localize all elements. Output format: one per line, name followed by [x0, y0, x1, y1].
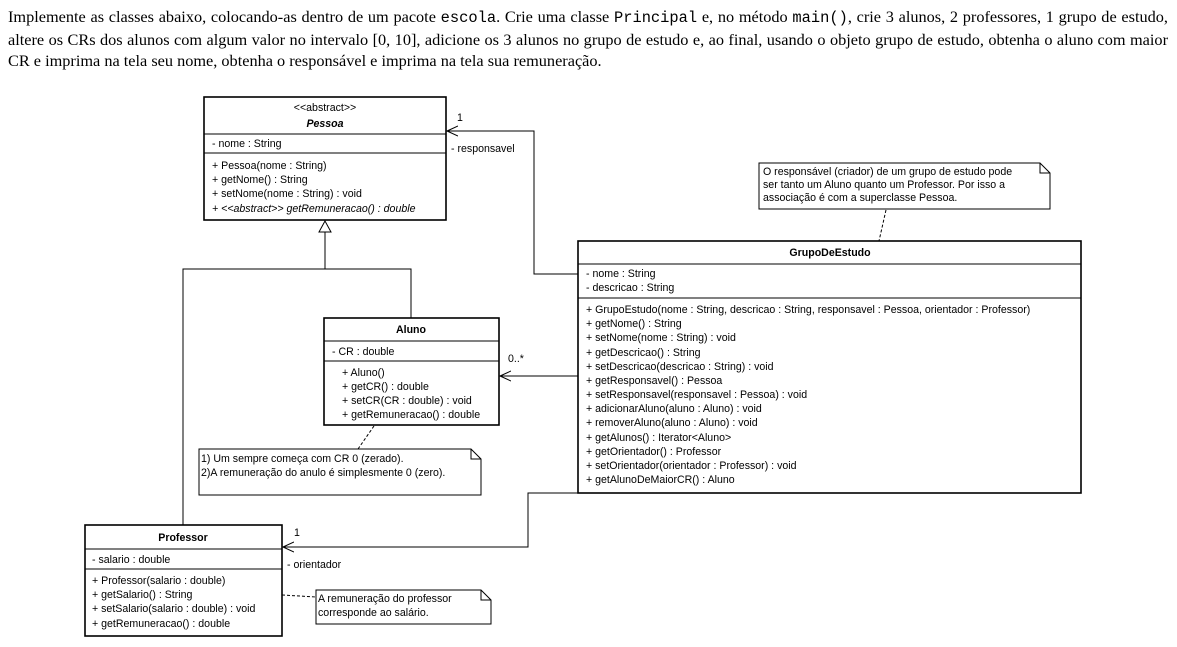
note-aluno: 1) Um sempre começa com CR 0 (zerado). 2…: [198, 425, 482, 496]
grupo-attribute: - nome : String: [586, 268, 656, 280]
grupo-operation: + getNome() : String: [586, 318, 682, 330]
professor-operation: + getSalario() : String: [92, 589, 193, 601]
note-text-line: 1) Um sempre começa com CR 0 (zerado).: [201, 453, 404, 465]
instruction-paragraph: Implemente as classes abaixo, colocando-…: [8, 6, 1168, 71]
pessoa-stereotype: <<abstract>>: [294, 102, 356, 114]
grupo-operation: + getDescricao() : String: [586, 347, 701, 359]
aluno-operation: + setCR(CR : double) : void: [342, 395, 472, 407]
intro-code-method: main(): [792, 9, 848, 27]
intro-code-package: escola: [440, 9, 497, 27]
aluno-operation: + getCR() : double: [342, 381, 429, 393]
aluno-attribute: - CR : double: [332, 346, 395, 358]
grupo-operation: + setDescricao(descricao : String) : voi…: [586, 361, 774, 373]
aluno-class-name: Aluno: [396, 324, 427, 336]
responsavel-multiplicity: 1: [457, 112, 463, 124]
grupo-operation: + getResponsavel() : Pessoa: [586, 375, 722, 387]
grupo-class-name: GrupoDeEstudo: [789, 247, 871, 259]
note-text-line: corresponde ao salário.: [318, 607, 429, 619]
intro-text-1: Implemente as classes abaixo, colocando-…: [8, 7, 441, 26]
responsavel-role-label: - responsavel: [451, 143, 515, 155]
note-text-line: O responsável (criador) de um grupo de e…: [763, 166, 1012, 178]
professor-operation: + Professor(salario : double): [92, 575, 225, 587]
grupo-attribute: - descricao : String: [586, 282, 674, 294]
generalization-line: [182, 268, 412, 525]
note-text-line: ser tanto um Aluno quanto um Professor. …: [763, 179, 1005, 191]
professor-operation: + getRemuneracao() : double: [92, 618, 230, 630]
intro-text-2: . Crie uma classe: [496, 7, 614, 26]
class-grupo-de-estudo: GrupoDeEstudo - nome : String - descrica…: [577, 240, 1082, 494]
association-alunos: 0..*: [500, 353, 578, 376]
pessoa-operation: + getNome() : String: [212, 174, 308, 186]
grupo-operation: + setResponsavel(responsavel : Pessoa) :…: [586, 389, 807, 401]
intro-text-4: , crie 3 alunos, 2 professores, 1 grupo …: [8, 7, 1168, 70]
pessoa-attribute: - nome : String: [212, 138, 282, 150]
class-aluno: Aluno - CR : double + Aluno() + getCR() …: [323, 317, 500, 426]
pessoa-operation: + setNome(nome : String) : void: [212, 188, 362, 200]
grupo-operation: + adicionarAluno(aluno : Aluno) : void: [586, 403, 762, 415]
intro-text-3: e, no método: [697, 7, 793, 26]
note-professor: A remuneração do professor corresponde a…: [281, 589, 492, 625]
intro-code-class: Principal: [613, 9, 698, 27]
professor-operation: + setSalario(salario : double) : void: [92, 603, 256, 615]
professor-attribute: - salario : double: [92, 554, 170, 566]
grupo-operation: + setOrientador(orientador : Professor) …: [586, 460, 797, 472]
class-pessoa: <<abstract>> Pessoa - nome : String + Pe…: [203, 96, 447, 221]
class-professor: Professor - salario : double + Professor…: [84, 524, 283, 637]
generalization-triangle-head: [318, 219, 332, 233]
association-orientador: 1 - orientador: [283, 492, 578, 571]
association-responsavel: 1 - responsavel: [447, 112, 578, 275]
grupo-operation: + setNome(nome : String) : void: [586, 332, 736, 344]
pessoa-class-name: Pessoa: [306, 118, 343, 130]
note-grupo-responsavel: O responsável (criador) de um grupo de e…: [758, 162, 1051, 242]
aluno-operation: + Aluno(): [342, 367, 385, 379]
grupo-operation: + removerAluno(aluno : Aluno) : void: [586, 417, 758, 429]
note-anchor-line: [878, 209, 887, 242]
orientador-role-label: - orientador: [287, 559, 342, 571]
grupo-operation: + GrupoEstudo(nome : String, descricao :…: [586, 304, 1030, 316]
orientador-multiplicity: 1: [294, 527, 300, 539]
professor-class-name: Professor: [158, 532, 207, 544]
note-text-line: A remuneração do professor: [318, 593, 452, 605]
note-text-line: associação é com a superclasse Pessoa.: [763, 192, 957, 204]
note-anchor-line: [357, 425, 375, 450]
pessoa-operation-abstract: + <<abstract>> getRemuneracao() : double: [212, 203, 416, 215]
note-anchor-line: [281, 594, 317, 598]
grupo-operation: + getOrientador() : Professor: [586, 446, 722, 458]
grupo-operation: + getAlunos() : Iterator<Aluno>: [586, 432, 731, 444]
alunos-multiplicity: 0..*: [508, 353, 524, 365]
grupo-operation: + getAlunoDeMaiorCR() : Aluno: [586, 474, 735, 486]
aluno-operation: + getRemuneracao() : double: [342, 409, 480, 421]
generalization-connector: [182, 219, 412, 525]
note-text-line: 2)A remuneração do anulo é simplesmente …: [201, 467, 445, 479]
pessoa-operation: + Pessoa(nome : String): [212, 160, 327, 172]
